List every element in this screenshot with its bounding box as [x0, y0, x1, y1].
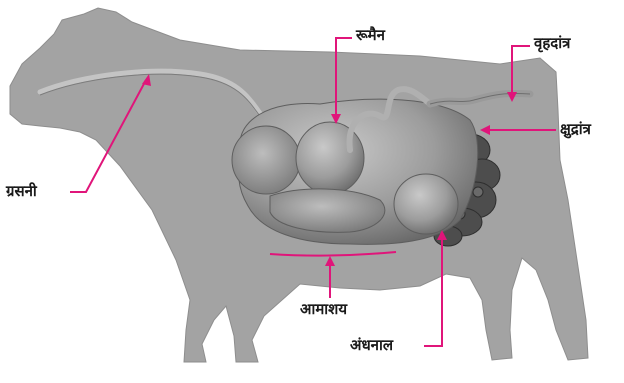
label-large-intestine: वृहदांत्र: [534, 36, 570, 51]
reticulum: [232, 126, 300, 194]
label-stomach: आमाशय: [300, 302, 347, 317]
label-esophagus: ग्रसनी: [6, 184, 37, 199]
rear-lobe: [394, 174, 458, 234]
label-rumen: रूमैन: [356, 28, 385, 43]
label-caecum: अंधनाल: [350, 338, 393, 353]
omasum: [296, 122, 364, 194]
label-small-intestine: क्षुद्रांत्र: [560, 122, 591, 137]
